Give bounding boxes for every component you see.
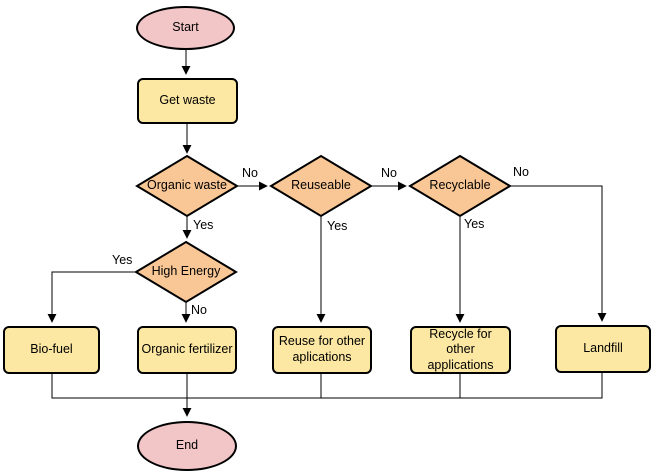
node-recycle-for-other-applications-label: Recycle for other applications [427,326,494,372]
node-reuseable-label: Reuseable [291,178,351,193]
node-landfill: Landfill [555,325,651,373]
edge-label-high-energy-yes: Yes [112,253,133,267]
node-reuse-for-other-aplications: Reuse for other aplications [272,326,372,374]
node-get-waste-label: Get waste [159,93,216,108]
node-reuseable: Reuseable [269,154,373,218]
diamond-shape [134,240,238,304]
node-recyclable-label: Recyclable [429,178,491,193]
edge-label-recyclable-yes: Yes [464,217,485,231]
node-recycle-for-other-applications: Recycle for other applications [410,326,511,374]
node-high-energy-label: High Energy [151,264,221,279]
edge-label-high-energy-no: No [191,303,207,317]
node-end-label: End [175,438,199,453]
edge-recyclable-to-landfill [511,185,607,322]
node-organic-waste: Organic waste [135,154,239,218]
node-end: End [137,421,237,471]
node-recyclable: Recyclable [408,154,512,218]
edge-label-organic-waste-yes: Yes [193,218,214,232]
diamond-shape [408,154,512,218]
node-bio-fuel: Bio-fuel [3,326,100,374]
edge-label-reuseable-no: No [381,166,397,180]
node-reuse-for-other-aplications-label: Reuse for other aplications [278,334,366,364]
node-get-waste: Get waste [137,78,238,124]
node-start-label: Start [172,20,199,35]
diamond-shape [269,154,373,218]
node-organic-waste-label: Organic waste [147,178,227,193]
edge-collector-line [51,373,603,399]
edge-label-reuseable-yes: Yes [327,219,348,233]
node-landfill-label: Landfill [583,341,623,356]
node-start: Start [136,6,235,50]
node-bio-fuel-label: Bio-fuel [30,342,73,357]
edge-label-recyclable-no: No [513,165,529,179]
node-organic-fertilizer: Organic fertilizer [137,326,237,374]
edge-label-organic-waste-no: No [242,166,258,180]
diamond-shape [135,154,239,218]
edge-high-energy-to-bio-fuel [47,271,135,323]
node-organic-fertilizer-label: Organic fertilizer [141,342,233,357]
node-high-energy: High Energy [134,240,238,304]
